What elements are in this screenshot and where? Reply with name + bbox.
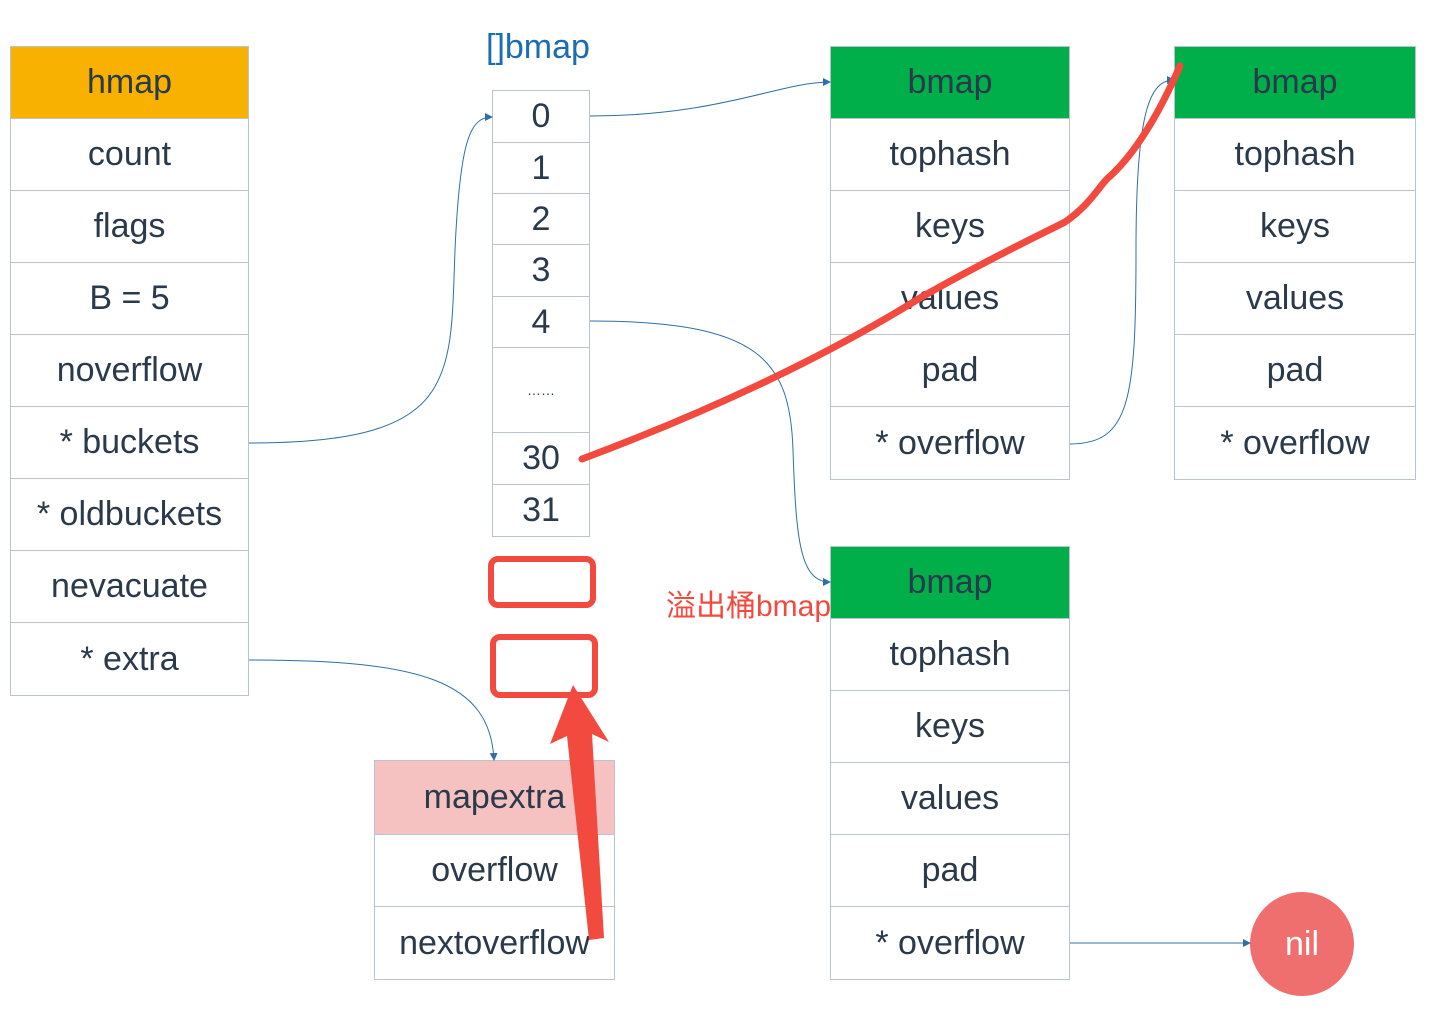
hmap-field-buckets: * buckets bbox=[11, 407, 248, 479]
mapextra-nextoverflow: nextoverflow bbox=[399, 923, 590, 962]
bmap-top-right-tophash: tophash bbox=[1175, 119, 1415, 191]
overflow-slot-2 bbox=[490, 634, 598, 698]
mapextra-struct: mapextra overflow nextoverflow bbox=[374, 760, 615, 980]
connector-buckets-to-array bbox=[248, 113, 493, 444]
hmap-field-noverflow: noverflow bbox=[11, 335, 248, 407]
bmap-top-left: bmap tophash keys values pad * overflow bbox=[830, 46, 1070, 480]
hmap-field-nevacuate: nevacuate bbox=[11, 551, 248, 623]
bucket-slot-0: 0 bbox=[493, 91, 589, 143]
bmap-top-left-overflow: * overflow bbox=[875, 423, 1025, 462]
bmap-top-right-header: bmap bbox=[1175, 47, 1415, 119]
bucket-array-title: []bmap bbox=[486, 28, 590, 66]
hmap-field-oldbuckets: * oldbuckets bbox=[11, 479, 248, 551]
bucket-array: 0 1 2 3 4 …… 30 31 bbox=[492, 90, 590, 537]
bmap-top-left-tophash: tophash bbox=[831, 119, 1069, 191]
bmap-top-right-keys: keys bbox=[1175, 191, 1415, 263]
bmap-top-left-header: bmap bbox=[831, 47, 1069, 119]
connector-overflow-to-bmap-right bbox=[1069, 76, 1175, 445]
bmap-top-left-values: values bbox=[831, 263, 1069, 335]
bucket-slot-31: 31 bbox=[522, 491, 560, 529]
bucket-slot-2: 2 bbox=[493, 194, 589, 245]
bmap-top-right-values: values bbox=[1175, 263, 1415, 335]
bucket-slot-3: 3 bbox=[493, 245, 589, 297]
hmap-field-extra: * extra bbox=[80, 639, 179, 678]
connector-extra-to-mapextra bbox=[248, 659, 498, 761]
nil-node: nil bbox=[1250, 892, 1354, 996]
hmap-header: hmap bbox=[11, 47, 248, 119]
bmap-top-right: bmap tophash keys values pad * overflow bbox=[1174, 46, 1416, 480]
mapextra-overflow: overflow bbox=[375, 835, 614, 907]
bucket-slot-ellipsis: …… bbox=[493, 348, 589, 433]
bmap-bottom-values: values bbox=[831, 763, 1069, 835]
hmap-field-count: count bbox=[11, 119, 248, 191]
bmap-top-left-keys: keys bbox=[831, 191, 1069, 263]
mapextra-header: mapextra bbox=[375, 761, 614, 835]
bucket-slot-1: 1 bbox=[493, 143, 589, 194]
bmap-bottom-overflow: * overflow bbox=[875, 923, 1025, 962]
bucket-slot-4: 4 bbox=[493, 297, 589, 348]
bmap-bottom-pad: pad bbox=[831, 835, 1069, 907]
bmap-top-left-pad: pad bbox=[831, 335, 1069, 407]
connector-slot0-to-bmap bbox=[589, 78, 831, 117]
connector-slot4-to-bmap-bottom bbox=[589, 320, 831, 586]
bmap-bottom-keys: keys bbox=[831, 691, 1069, 763]
bmap-top-right-pad: pad bbox=[1175, 335, 1415, 407]
bmap-bottom: bmap tophash keys values pad * overflow bbox=[830, 546, 1070, 980]
bmap-top-right-overflow: * overflow bbox=[1220, 423, 1370, 462]
bmap-bottom-header: bmap bbox=[831, 547, 1069, 619]
overflow-slot-1 bbox=[488, 556, 596, 608]
bucket-slot-30: 30 bbox=[493, 433, 589, 485]
bmap-bottom-tophash: tophash bbox=[831, 619, 1069, 691]
hmap-field-flags: flags bbox=[11, 191, 248, 263]
hmap-field-b: B = 5 bbox=[11, 263, 248, 335]
overflow-bucket-label: 溢出桶bmap bbox=[666, 590, 832, 623]
hmap-struct: hmap count flags B = 5 noverflow * bucke… bbox=[10, 46, 249, 696]
